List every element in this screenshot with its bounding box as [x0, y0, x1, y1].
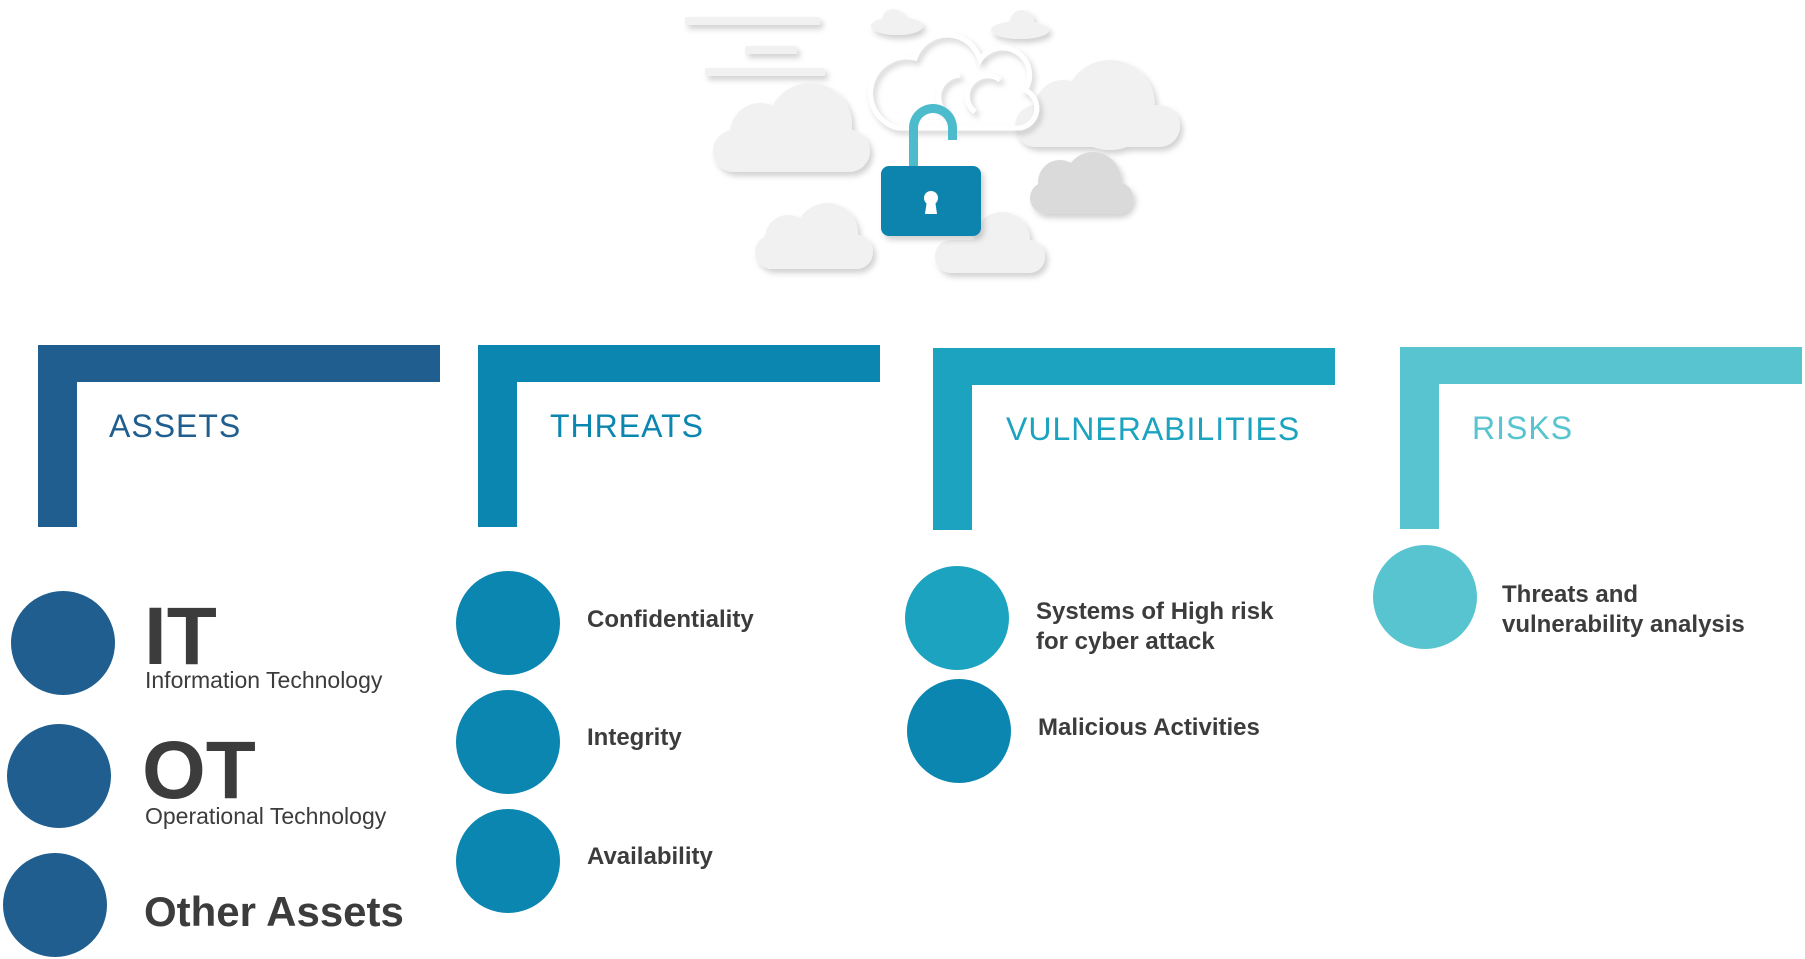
other-assets-label: Other Assets — [144, 888, 404, 935]
cloud-left-icon — [713, 83, 870, 172]
ot-label: OT — [142, 725, 256, 816]
it-label: IT — [144, 591, 217, 682]
it-circle — [11, 591, 115, 695]
threat-analysis-line1: Threats and — [1502, 581, 1639, 608]
small-cloud-icon — [871, 9, 1049, 39]
threats-frame-bar — [478, 345, 880, 382]
confidentiality-circle — [456, 571, 560, 675]
integrity-circle — [456, 690, 560, 794]
ot-sublabel: Operational Technology — [145, 803, 387, 829]
padlock-icon — [881, 104, 981, 236]
malicious-activities-circle — [907, 679, 1011, 783]
vulnerabilities-frame-bar — [933, 348, 1335, 385]
high-risk-systems-line2: for cyber attack — [1036, 628, 1215, 655]
risks-frame-stem — [1400, 347, 1439, 529]
ot-circle — [7, 724, 111, 828]
risks-frame-bar — [1400, 347, 1802, 384]
threat-analysis-line2: vulnerability analysis — [1502, 611, 1745, 638]
availability-circle — [456, 809, 560, 913]
availability-label: Availability — [587, 843, 713, 870]
assets-frame-bar — [38, 345, 440, 382]
threat-analysis-label: Threats and vulnerability analysis — [1502, 580, 1745, 640]
speed-lines-icon — [685, 17, 825, 76]
threats-title: THREATS — [550, 408, 704, 444]
risks-title: RISKS — [1472, 410, 1574, 446]
high-risk-systems-line1: Systems of High risk — [1036, 598, 1274, 625]
it-sublabel: Information Technology — [145, 667, 383, 693]
vulnerabilities-title: VULNERABILITIES — [1006, 411, 1301, 447]
cloud-grey-icon — [1030, 152, 1133, 214]
cloud-bottom-left-icon — [755, 203, 873, 269]
vulnerabilities-frame-stem — [933, 348, 972, 530]
integrity-label: Integrity — [587, 724, 682, 751]
cloud-right-icon — [1015, 60, 1180, 150]
outline-cloud-icon — [868, 32, 1040, 131]
other-assets-circle — [3, 853, 107, 957]
high-risk-systems-label: Systems of High risk for cyber attack — [1036, 597, 1273, 657]
threats-frame-stem — [478, 345, 517, 527]
assets-frame-stem — [38, 345, 77, 527]
cloud-bottom-right-icon — [935, 212, 1045, 273]
malicious-activities-label: Malicious Activities — [1038, 714, 1260, 741]
assets-title: ASSETS — [109, 408, 242, 444]
high-risk-systems-circle — [905, 566, 1009, 670]
confidentiality-label: Confidentiality — [587, 606, 754, 633]
threat-analysis-circle — [1373, 545, 1477, 649]
